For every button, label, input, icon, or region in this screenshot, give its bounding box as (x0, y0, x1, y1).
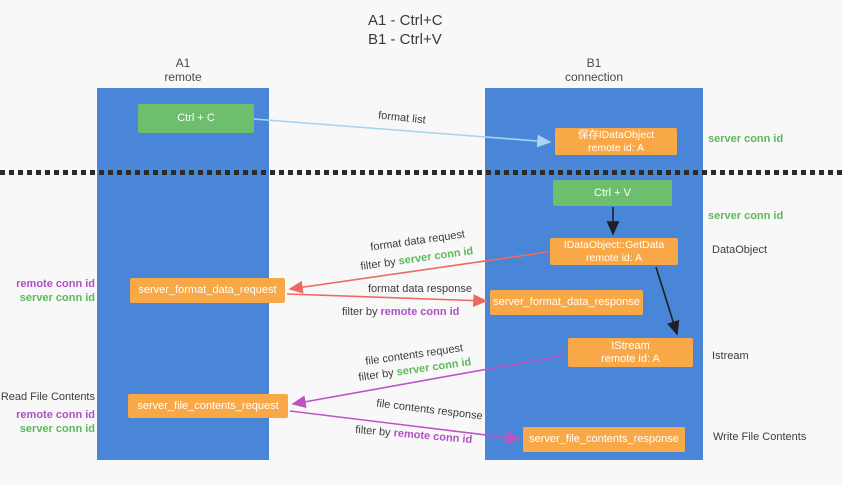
session-divider-dashed-line (0, 170, 842, 175)
filter-by-text: filter by (342, 306, 378, 318)
istream-annotation: Istream (712, 350, 749, 362)
server-conn-id-annotation-left-2: server conn id (19, 423, 95, 435)
node-server-file-contents-response: server_file_contents_response (523, 427, 685, 452)
node-file-request-label: server_file_contents_request (137, 399, 279, 412)
node-ctrl-c: Ctrl + C (138, 104, 254, 133)
server-conn-id-annotation-top: server conn id (708, 133, 784, 145)
node-server-file-contents-request: server_file_contents_request (128, 394, 288, 418)
format-data-response-label: format data response (368, 283, 472, 295)
node-file-response-label: server_file_contents_response (529, 433, 679, 445)
lifeline-a1-role: remote (164, 70, 202, 84)
filter-by-remote-conn-id-label-2: filter by remote conn id (355, 424, 473, 446)
lifeline-b1-role: connection (564, 70, 624, 84)
diagram-title: A1 - Ctrl+C B1 - Ctrl+V (368, 11, 443, 49)
format-list-label: format list (377, 109, 427, 127)
title-line-1: A1 - Ctrl+C (368, 12, 443, 29)
server-conn-id-annotation-mid: server conn id (708, 210, 784, 222)
lifeline-header-a1: A1 remote (97, 56, 269, 84)
title-line-2: B1 - Ctrl+V (368, 31, 442, 48)
node-save-line2: remote id: A (587, 141, 645, 154)
node-istream: IStream remote id: A (568, 338, 693, 367)
read-file-contents-annotation: Read File Contents (0, 391, 95, 403)
node-getdata-line1: IDataObject::GetData (563, 238, 665, 251)
node-format-response-label: server_format_data_response (493, 296, 640, 308)
filter-by-text: filter by (359, 256, 397, 273)
node-ctrl-v-label: Ctrl + V (594, 186, 631, 199)
node-istream-line2: remote id: A (601, 352, 660, 365)
remote-conn-id-annotation-left-2: remote conn id (16, 409, 95, 421)
filter-by-text: filter by (354, 423, 392, 439)
node-ctrl-c-label: Ctrl + C (177, 112, 215, 124)
remote-conn-id-annotation-left-1: remote conn id (16, 278, 95, 290)
server-conn-id-annotation-left-1: server conn id (19, 292, 95, 304)
node-ctrl-v: Ctrl + V (553, 180, 672, 206)
node-format-request-label: server_format_data_request (138, 284, 277, 296)
node-getdata-line2: remote id: A (585, 251, 643, 264)
remote-conn-id-text: remote conn id (380, 306, 460, 318)
lifeline-b1-name: B1 (586, 56, 602, 70)
remote-conn-id-text: remote conn id (393, 427, 473, 447)
node-idataobject-getdata: IDataObject::GetData remote id: A (550, 238, 678, 265)
node-server-format-data-response: server_format_data_response (490, 290, 643, 315)
node-istream-line1: IStream (611, 339, 650, 352)
dataobject-annotation: DataObject (712, 244, 768, 256)
lifeline-a1-name: A1 (175, 56, 191, 70)
file-contents-response-label: file contents response (375, 397, 484, 423)
node-save-idataobject: 保存IDataObject remote id: A (555, 128, 677, 155)
node-save-line1: 保存IDataObject (577, 128, 655, 141)
lifeline-header-b1: B1 connection (485, 56, 703, 84)
format-data-response-arrow (286, 293, 488, 307)
server-conn-id-text: server conn id (397, 245, 475, 268)
filter-by-remote-conn-id-label-1: filter by remote conn id (342, 306, 459, 318)
write-file-contents-annotation: Write File Contents (713, 431, 807, 443)
filter-by-text: filter by (357, 367, 395, 384)
node-server-format-data-request: server_format_data_request (130, 278, 285, 303)
